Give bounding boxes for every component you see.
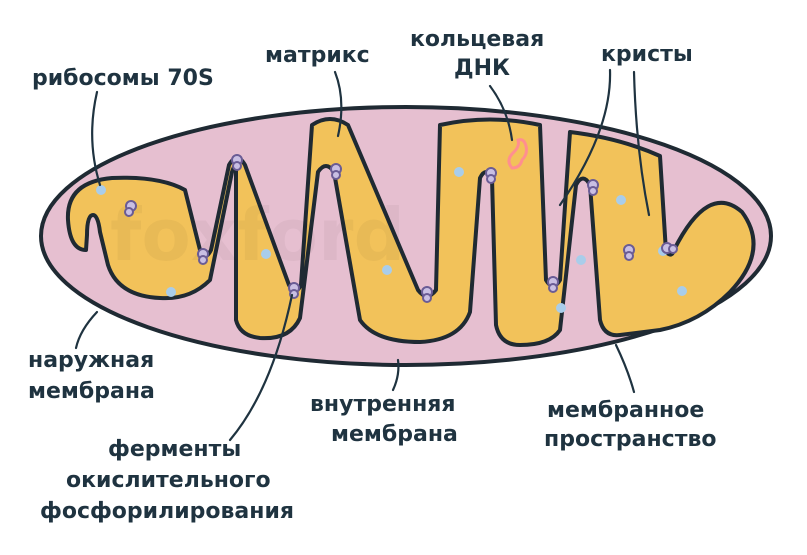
ring-dna-label-line2: ДНК bbox=[454, 56, 510, 81]
outer-membrane-leader bbox=[74, 310, 99, 350]
enzymes-label-line2: окислительного bbox=[66, 468, 271, 493]
enzymes-label-line1: ферменты bbox=[108, 437, 241, 462]
enzymes-leader bbox=[228, 293, 294, 442]
outer-membrane-label-line2: мембрана bbox=[28, 379, 155, 404]
enzyme-complex bbox=[421, 286, 433, 303]
inner-membrane-leader bbox=[391, 358, 400, 392]
inner-membrane-label-line2: мембрана bbox=[331, 422, 458, 447]
ribosome bbox=[454, 167, 464, 177]
circular-dna bbox=[507, 138, 528, 170]
enzyme-complex bbox=[661, 242, 678, 254]
intermembrane-leader bbox=[614, 343, 636, 394]
enzyme-complex bbox=[587, 179, 599, 196]
outer-membrane-label-line1: наружная bbox=[28, 348, 154, 373]
enzyme-complex bbox=[197, 248, 209, 265]
ribosome bbox=[96, 185, 106, 195]
intermembrane-space-label-line2: пространство bbox=[544, 427, 716, 452]
watermark: foxford bbox=[110, 193, 405, 277]
enzyme-complex bbox=[330, 163, 342, 180]
cristae-leader-2 bbox=[632, 70, 651, 217]
ribosome bbox=[677, 286, 687, 296]
matrix-label: матрикс bbox=[265, 43, 370, 68]
ring-dna-label-line1: кольцевая bbox=[410, 27, 544, 52]
enzyme-complex bbox=[485, 167, 497, 184]
ribosome bbox=[616, 195, 626, 205]
intermembrane-space-label-line1: мембранное bbox=[547, 398, 704, 423]
dna-leader bbox=[488, 84, 514, 142]
ribosome bbox=[576, 255, 586, 265]
cristae-label: кристы bbox=[601, 42, 693, 67]
enzyme-complex bbox=[124, 200, 137, 217]
enzyme-complex bbox=[231, 154, 243, 171]
enzyme-complex bbox=[288, 282, 300, 299]
inner-membrane-label-line1: внутренняя bbox=[310, 392, 456, 417]
matrix-leader bbox=[333, 70, 343, 138]
enzyme-complex bbox=[623, 244, 635, 261]
ribosome bbox=[261, 249, 271, 259]
ribosome bbox=[382, 265, 392, 275]
ribosome bbox=[556, 303, 566, 313]
ribosomes-label: рибосомы 70S bbox=[32, 66, 214, 91]
ribosomes-leader bbox=[91, 90, 102, 187]
enzyme-complex bbox=[547, 276, 559, 293]
enzymes-label-line3: фосфорилирования bbox=[40, 499, 294, 524]
cristae-leader-1 bbox=[558, 68, 612, 207]
ribosome bbox=[166, 287, 176, 297]
